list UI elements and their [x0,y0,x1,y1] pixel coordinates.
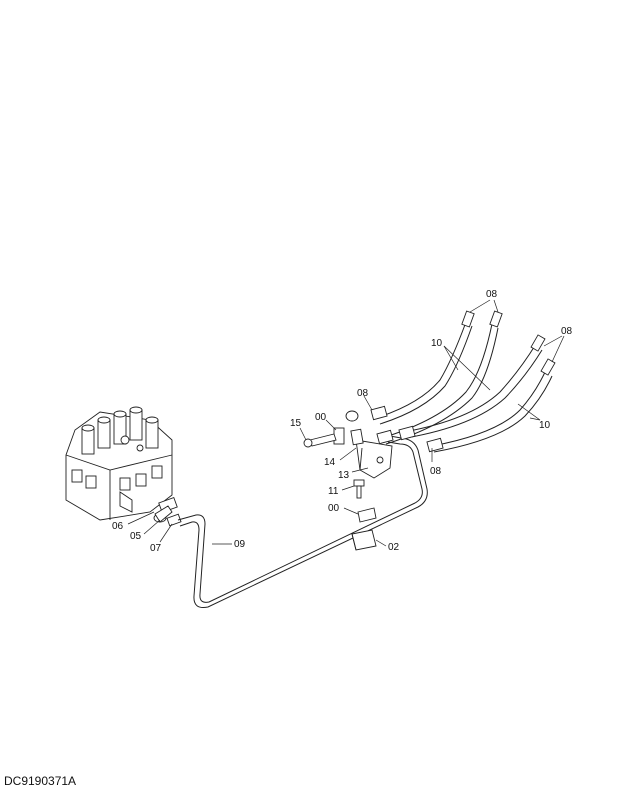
clamp-and-block [351,507,377,551]
callout-00-upper: 00 [315,412,327,423]
callout-13: 13 [338,470,350,481]
callout-02: 02 [388,542,400,553]
callout-05: 05 [130,531,142,542]
leader-lines [127,299,565,547]
callout-06: 06 [112,521,124,532]
bolt-11 [353,479,365,499]
callout-08-top: 08 [486,289,498,300]
control-valve-assembly [65,406,173,521]
callout-09: 09 [234,539,246,550]
hose-10-right [403,343,553,453]
callout-08-lower: 08 [430,466,442,477]
callout-08-right: 08 [561,326,573,337]
callout-15: 15 [290,418,302,429]
callout-08-mid: 08 [357,388,369,399]
callout-07: 07 [150,543,162,554]
callout-10-left: 10 [431,338,443,349]
drawing-code: DC9190371A [4,774,76,788]
pipe-09 [177,435,428,608]
callout-14: 14 [324,457,336,468]
callout-labels: 08 08 08 08 10 10 15 00 14 13 11 00 02 0… [112,289,573,554]
callout-00-lower: 00 [328,503,340,514]
callout-11: 11 [328,486,339,497]
callout-10-right: 10 [539,420,551,431]
valve-fittings [153,496,182,527]
hose-fittings-08 [345,310,556,453]
